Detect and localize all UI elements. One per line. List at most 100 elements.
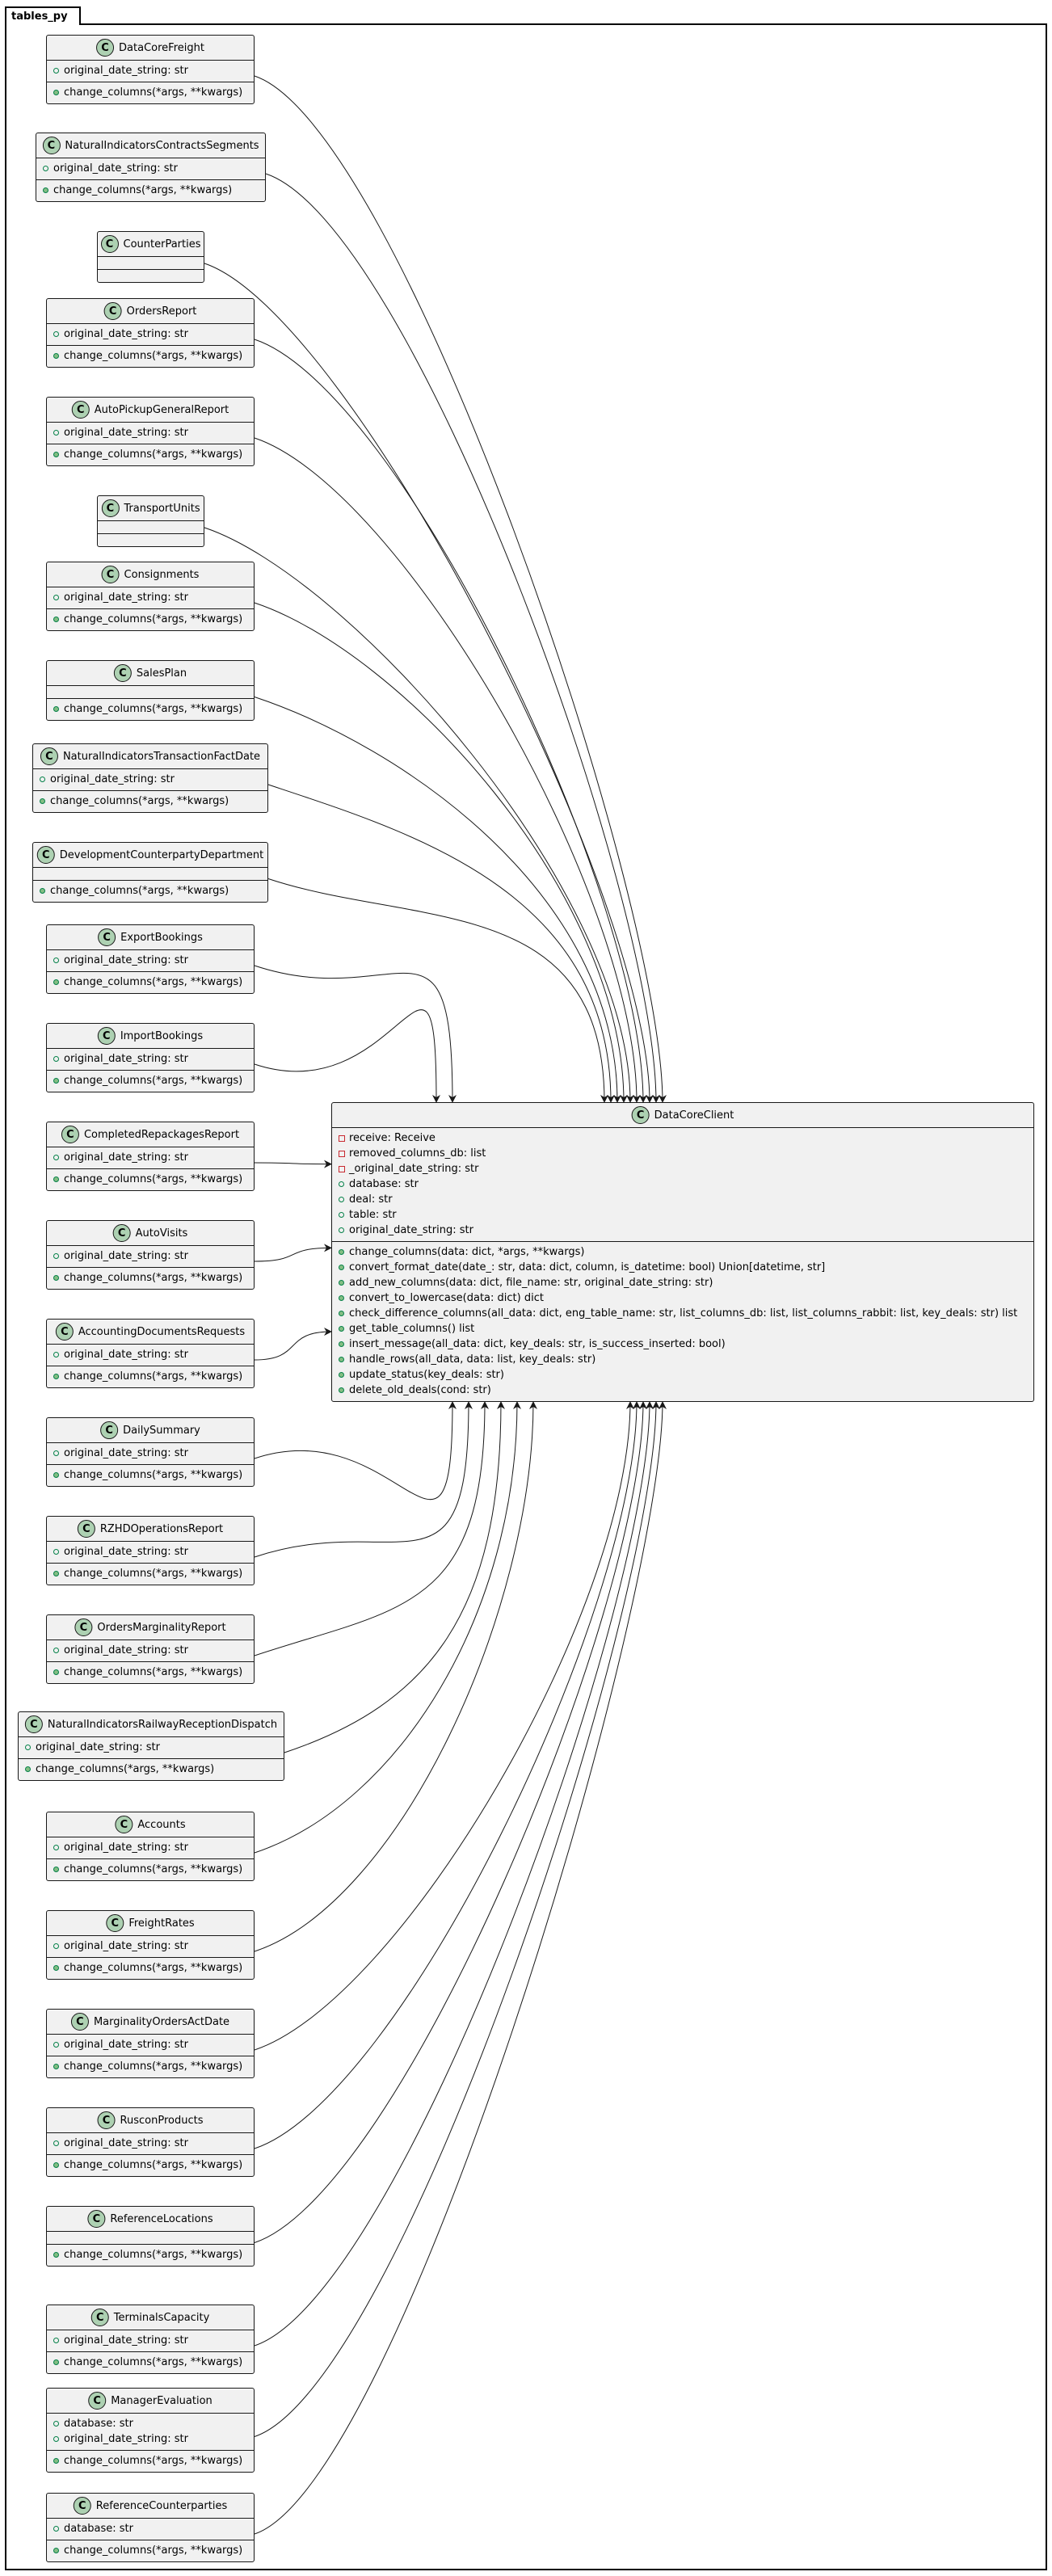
class-name: SalesPlan — [136, 667, 187, 680]
inheritance-arrow — [254, 965, 457, 1103]
class-name: MarginalityOrdersActDate — [93, 2015, 230, 2028]
method-row: change_columns(*args, **kwargs) — [36, 183, 265, 198]
attributes-section — [98, 256, 204, 269]
public-visibility-icon — [53, 953, 60, 968]
public-visibility-icon — [338, 1306, 345, 1321]
attribute-text: deal: str — [349, 1193, 393, 1206]
method-text: change_columns(data: dict, *args, **kwar… — [349, 1246, 585, 1258]
attribute-row: original_date_string: str — [47, 1938, 254, 1954]
public-visibility-icon — [53, 612, 60, 627]
methods-section: change_columns(*args, **kwargs) — [47, 1858, 254, 1880]
attributes-section: original_date_string: str — [47, 949, 254, 971]
attribute-text: original_date_string: str — [64, 2433, 188, 2445]
inheritance-arrow — [265, 173, 660, 1103]
public-visibility-icon — [53, 326, 60, 342]
class-name: OrdersMarginalityReport — [97, 1621, 226, 1634]
methods-section: change_columns(*args, **kwargs) — [47, 1070, 254, 1092]
attribute-text: original_date_string: str — [64, 2334, 188, 2347]
class-icon: C — [103, 302, 122, 320]
attribute-row: original_date_string: str — [47, 590, 254, 605]
inheritance-arrow — [254, 1009, 440, 1103]
inheritance-arrow — [254, 1401, 667, 2535]
attribute-text: original_date_string: str — [64, 1546, 188, 1558]
public-visibility-icon — [53, 1051, 60, 1067]
attributes-section: original_date_string: str — [47, 2034, 254, 2056]
attribute-row: original_date_string: str — [19, 1740, 284, 1755]
class-name: ReferenceCounterparties — [95, 2499, 228, 2512]
inheritance-arrow — [254, 1328, 332, 1361]
public-visibility-icon — [53, 425, 60, 440]
method-row: change_columns(*args, **kwargs) — [47, 1960, 254, 1976]
public-visibility-icon — [39, 883, 46, 899]
inheritance-arrow — [284, 1401, 505, 1753]
public-visibility-icon — [53, 1862, 60, 1877]
method-text: change_columns(*args, **kwargs) — [64, 2159, 243, 2171]
class-name: DataCoreClient — [654, 1109, 734, 1122]
public-visibility-icon — [338, 1176, 345, 1192]
inheritance-arrow — [254, 1401, 537, 1952]
inheritance-arrow — [254, 1401, 654, 2347]
method-text: change_columns(*args, **kwargs) — [64, 1863, 243, 1875]
attribute-text: original_date_string: str — [349, 1224, 473, 1236]
attributes-section — [47, 2231, 254, 2244]
attribute-text: original_date_string: str — [50, 773, 175, 785]
methods-section: change_columns(*args, **kwargs) — [47, 345, 254, 367]
method-text: change_columns(*args, **kwargs) — [64, 1666, 243, 1678]
method-row: change_columns(*args, **kwargs) — [47, 1270, 254, 1286]
public-visibility-icon — [53, 974, 60, 990]
public-visibility-icon — [53, 85, 60, 100]
public-visibility-icon — [53, 2355, 60, 2370]
public-visibility-icon — [53, 701, 60, 717]
attribute-text: original_date_string: str — [64, 328, 188, 340]
method-row: change_columns(*args, **kwargs) — [47, 2157, 254, 2173]
attributes-section: original_date_string: str — [47, 1147, 254, 1168]
method-row: change_columns(*args, **kwargs) — [33, 793, 267, 809]
inheritance-arrow — [254, 1401, 489, 1656]
methods-section: change_columns(*args, **kwargs) — [47, 82, 254, 103]
class-icon: C — [106, 1914, 124, 1932]
method-row: change_columns(*args, **kwargs) — [47, 612, 254, 627]
class-icon: C — [55, 1323, 74, 1341]
public-visibility-icon — [53, 1467, 60, 1483]
method-text: change_columns(*args, **kwargs) — [64, 448, 243, 461]
method-row: change_columns(*args, **kwargs) — [47, 1073, 254, 1088]
method-text: insert_message(all_data: dict, key_deals… — [349, 1338, 726, 1350]
class-icon: C — [96, 39, 115, 57]
methods-section — [98, 533, 204, 546]
attribute-row: database: str — [47, 2521, 254, 2536]
class-name: TerminalsCapacity — [113, 2311, 210, 2324]
